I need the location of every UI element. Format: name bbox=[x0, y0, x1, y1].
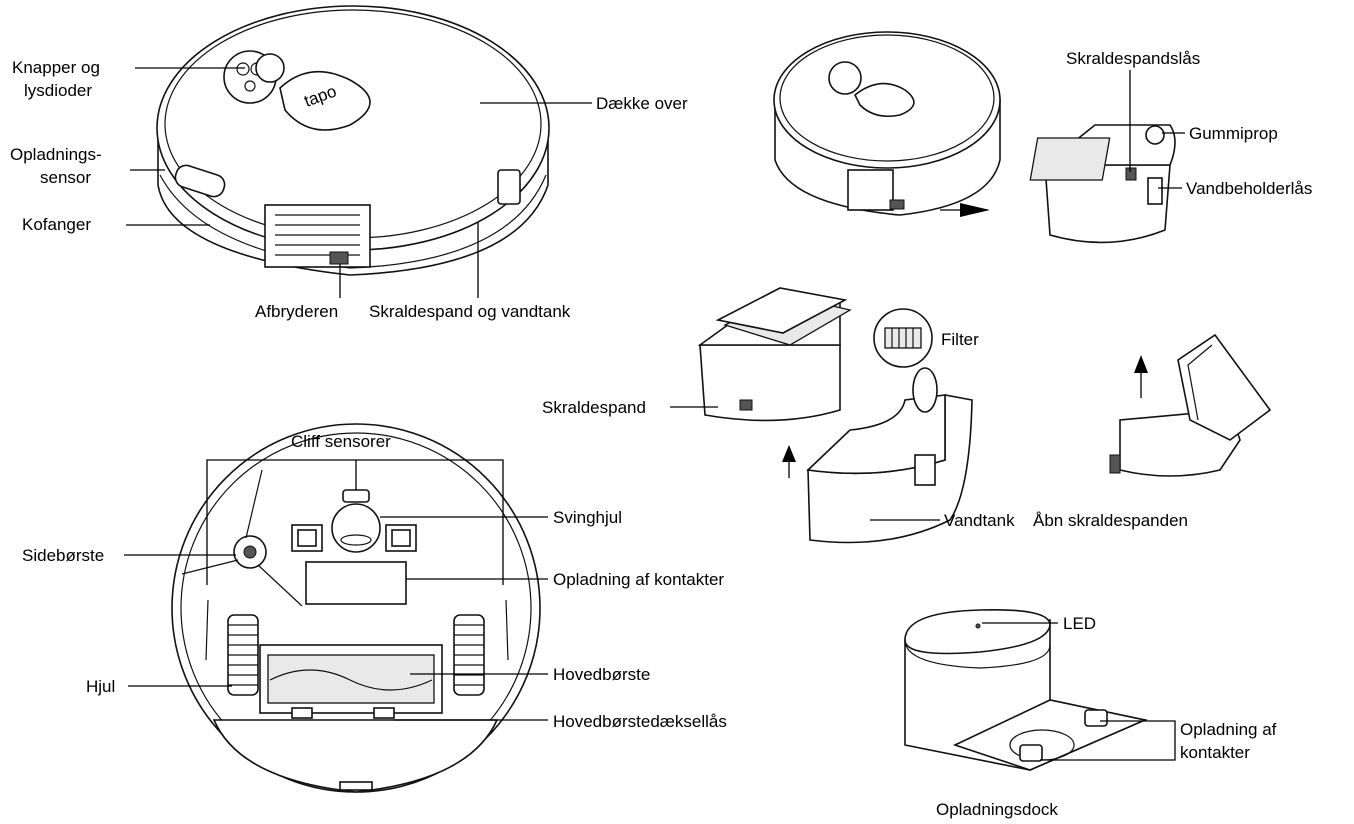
water-tank bbox=[806, 367, 973, 544]
label-power-switch: Afbryderen bbox=[255, 302, 338, 321]
main-brush-cover-lock bbox=[291, 707, 313, 719]
dock-led bbox=[975, 623, 981, 629]
open-dustbin bbox=[1109, 333, 1272, 477]
label-water-tank: Vandtank bbox=[944, 511, 1015, 530]
power-switch-grille bbox=[264, 204, 371, 268]
label-side-brush: Sidebørste bbox=[22, 546, 104, 565]
label-rubber-plug: Gummiprop bbox=[1189, 124, 1278, 143]
label-led: LED bbox=[1063, 614, 1096, 633]
swivel-wheel bbox=[331, 503, 381, 553]
label-open-dustbin: Åbn skraldespanden bbox=[1033, 511, 1188, 530]
cliff-sensor bbox=[342, 489, 370, 503]
label-dustbin-water-tank: Skraldespand og vandtank bbox=[369, 302, 571, 321]
label-cliff-sensors: Cliff sensorer bbox=[291, 432, 391, 451]
label-dock-contacts-2: kontakter bbox=[1180, 743, 1250, 762]
label-dustbin-lock: Skraldespandslås bbox=[1066, 49, 1200, 68]
dock-contact bbox=[1084, 709, 1108, 727]
label-bumper: Kofanger bbox=[22, 215, 91, 234]
label-charging-sensor-2: sensor bbox=[40, 168, 91, 187]
label-top-cover: Dække over bbox=[596, 94, 688, 113]
label-main-brush-cover-lock: Hovedbørstedæksellås bbox=[553, 712, 727, 731]
label-buttons-leds-1: Knapper og bbox=[12, 58, 100, 77]
label-main-brush: Hovedbørste bbox=[553, 665, 650, 684]
label-water-tank-lock: Vandbeholderlås bbox=[1186, 179, 1312, 198]
label-buttons-leds-2: lysdioder bbox=[24, 81, 92, 100]
label-dock: Opladningsdock bbox=[936, 800, 1058, 819]
dock-contact-2 bbox=[1019, 744, 1043, 762]
label-dock-contacts-1: Opladning af bbox=[1180, 720, 1277, 739]
label-charging-sensor-1: Opladnings- bbox=[10, 145, 102, 164]
label-swivel-wheel: Svinghjul bbox=[553, 508, 622, 527]
label-charging-contacts: Opladning af kontakter bbox=[553, 570, 724, 589]
power-switch bbox=[329, 251, 349, 265]
charging-contacts bbox=[305, 561, 407, 605]
main-brush bbox=[267, 654, 435, 704]
label-filter: Filter bbox=[941, 330, 979, 349]
buttons-leds bbox=[255, 53, 285, 83]
label-dustbin: Skraldespand bbox=[542, 398, 646, 417]
robot-top-view: tapo bbox=[156, 5, 550, 276]
dustbin-assembly bbox=[697, 287, 933, 422]
robot-removed-tank bbox=[773, 31, 1176, 244]
robot-bottom-view bbox=[171, 423, 541, 793]
rubber-plug bbox=[1145, 125, 1165, 145]
charging-dock bbox=[904, 608, 1148, 771]
label-wheel: Hjul bbox=[86, 677, 115, 696]
